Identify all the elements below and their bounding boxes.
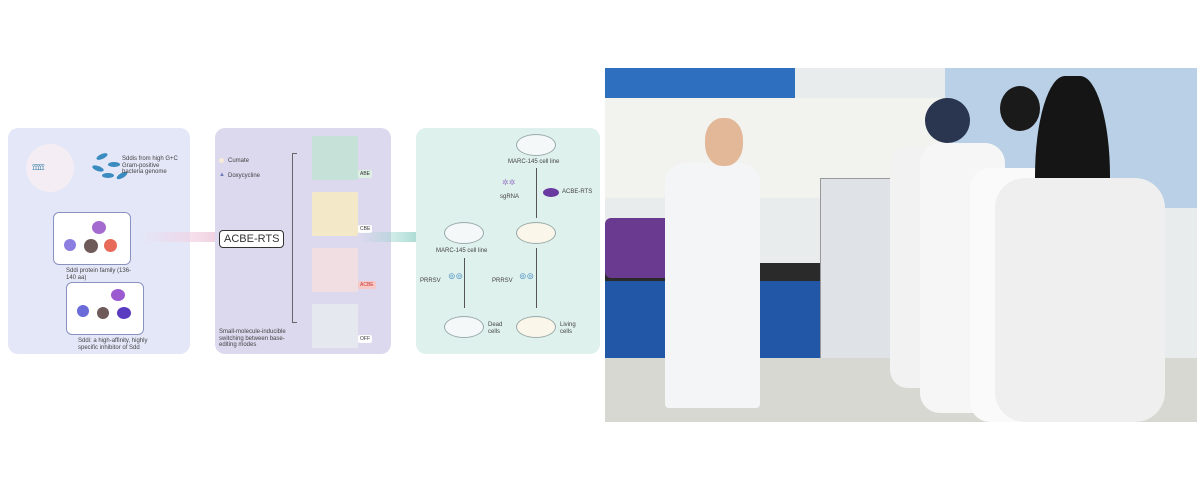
cell-line-top: MARC-145 cell line <box>508 159 560 165</box>
application-panel: MARC-145 cell line ✲✲ sgRNA ACBE-RTS MAR… <box>416 128 600 354</box>
mode-abe: ABE <box>358 170 373 178</box>
sgrna-label: sgRNA <box>500 194 520 200</box>
arrow-left <box>464 258 465 308</box>
system-label: ACBE-RTS <box>219 230 285 248</box>
arrow-top <box>536 168 537 218</box>
switching-caption: Small-molecule-inducible switching betwe… <box>219 329 286 348</box>
dish-edited <box>516 222 556 244</box>
sgrna-icon: ✲✲ <box>502 178 516 187</box>
dna-glyph: ⟟⟟⟟⟟⟟ <box>32 162 45 172</box>
transition-arrow-2 <box>360 232 438 242</box>
bacteria-label: Sddis from high G+C Gram-positive bacter… <box>122 156 178 175</box>
dish-living <box>516 316 556 338</box>
mode-off: OFF <box>358 335 372 343</box>
cell-line-left: MARC-145 cell line <box>436 248 488 254</box>
mode-card-cbe <box>312 192 358 236</box>
mode-card-off <box>312 304 358 348</box>
person <box>665 163 760 408</box>
dead-label: Dead cells <box>488 322 503 335</box>
virus-icon: ⊚⊚ <box>448 271 464 281</box>
mode-card-abe <box>312 136 358 180</box>
doxycycline-icon: ▲ <box>219 172 225 178</box>
cumate-icon <box>219 158 224 163</box>
dna-icon <box>26 144 74 192</box>
arrow-right <box>536 248 537 308</box>
dish-top <box>516 134 556 156</box>
dish-left <box>444 222 484 244</box>
virus-icon-2: ⊚⊚ <box>519 271 535 281</box>
inhibitor-box <box>66 282 144 335</box>
bracket <box>292 153 297 323</box>
mode-cbe: CBE <box>358 225 373 233</box>
living-label: Living cells <box>560 322 576 335</box>
dish-dead <box>444 316 484 338</box>
inhibitor-label: Sddi: a high-affinity, highly specific i… <box>78 338 148 351</box>
virus-right: PRRSV <box>492 278 513 284</box>
transition-arrow <box>140 232 220 242</box>
protein-family-label: Sddi protein family (136-140 aa) <box>66 268 132 281</box>
mode-acbe: ACBE <box>358 281 376 289</box>
lab-photo <box>605 68 1197 422</box>
acbe-rts-icon <box>543 188 559 197</box>
legend-cumate: Cumate <box>228 158 250 164</box>
acbe-label: ACBE-RTS <box>562 189 593 195</box>
virus-left: PRRSV <box>420 278 441 284</box>
protein-family-box <box>53 212 131 265</box>
mode-card-acbe <box>312 248 358 292</box>
switching-panel: Cumate ▲ Doxycycline ACBE-RTS ABE CBE AC… <box>215 128 391 354</box>
legend-doxycycline: Doxycycline <box>228 173 261 179</box>
